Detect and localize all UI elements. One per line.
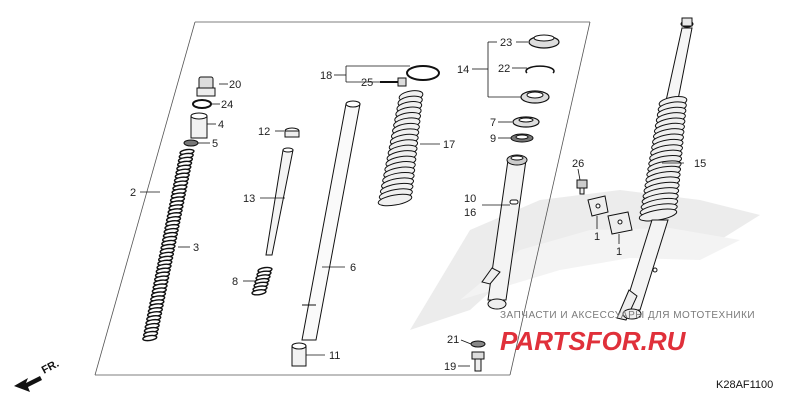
o-ring-part <box>192 99 212 109</box>
oil-seal-part <box>520 90 550 104</box>
socket-bolt-part <box>471 351 485 372</box>
front-direction-label: FR. <box>40 358 61 377</box>
callouts: 20 24 4 5 2 3 12 13 8 6 11 18 25 17 14 2… <box>130 37 706 373</box>
leader-lines <box>140 41 684 367</box>
rod-cap-part <box>284 127 300 138</box>
fork-spring-part <box>142 148 195 342</box>
rebound-spring-part <box>251 266 273 296</box>
bracket-bolt-part <box>576 179 588 195</box>
assembly-frame <box>94 21 591 376</box>
washer-part <box>183 139 199 147</box>
callout-21: 21 <box>447 334 459 346</box>
callout-20: 20 <box>229 79 241 91</box>
spacer-part <box>190 112 208 139</box>
callout-19: 19 <box>444 361 456 373</box>
callout-2: 2 <box>130 187 136 199</box>
watermark-brand: PARTSFOR.RU <box>500 326 687 356</box>
callout-7: 7 <box>490 117 496 129</box>
callout-26: 26 <box>572 158 584 170</box>
damper-rod-part <box>265 147 294 256</box>
callout-16: 16 <box>464 207 476 219</box>
sealing-washer-part <box>470 340 486 348</box>
callout-17: 17 <box>443 139 455 151</box>
front-direction-arrow-icon <box>14 376 42 392</box>
fork-assembly-part <box>616 17 694 321</box>
oil-lock-piece-part <box>291 342 307 367</box>
callout-6: 6 <box>350 262 356 274</box>
fork-boot-part <box>377 90 424 207</box>
callout-23: 23 <box>500 37 512 49</box>
watermark-wing-logo <box>410 190 760 330</box>
callout-12: 12 <box>258 126 270 138</box>
callout-3: 3 <box>193 242 199 254</box>
callout-14: 14 <box>457 64 469 76</box>
callout-25: 25 <box>361 77 373 89</box>
cap-bolt-part <box>196 76 216 97</box>
callout-22: 22 <box>498 63 510 75</box>
guide-bushing-part <box>510 133 534 143</box>
callout-8: 8 <box>232 276 238 288</box>
callout-10: 10 <box>464 193 476 205</box>
dust-seal-part <box>528 34 560 49</box>
snap-ring-part <box>525 65 555 74</box>
callout-4: 4 <box>218 119 224 131</box>
callout-18: 18 <box>320 70 332 82</box>
diagram-code: K28AF1100 <box>716 379 773 391</box>
callout-1b: 1 <box>616 246 622 258</box>
callout-15: 15 <box>694 158 706 170</box>
boot-band-screw-part <box>380 77 407 87</box>
callout-9: 9 <box>490 133 496 145</box>
fork-slider-part <box>481 154 528 310</box>
callout-1a: 1 <box>594 231 600 243</box>
brake-hose-clamp-part <box>587 195 609 217</box>
callout-11: 11 <box>329 350 340 362</box>
fork-pipe-part <box>301 100 361 341</box>
callout-24: 24 <box>221 99 233 111</box>
backup-ring-part <box>512 116 540 128</box>
boot-band-part <box>406 65 440 81</box>
callout-5: 5 <box>212 138 218 150</box>
watermark-tagline: ЗАПЧАСТИ И АКСЕССУАРЫ ДЛЯ МОТОТЕХНИКИ <box>500 310 755 321</box>
brake-hose-clamp-part-2 <box>607 211 633 235</box>
callout-13: 13 <box>243 193 255 205</box>
